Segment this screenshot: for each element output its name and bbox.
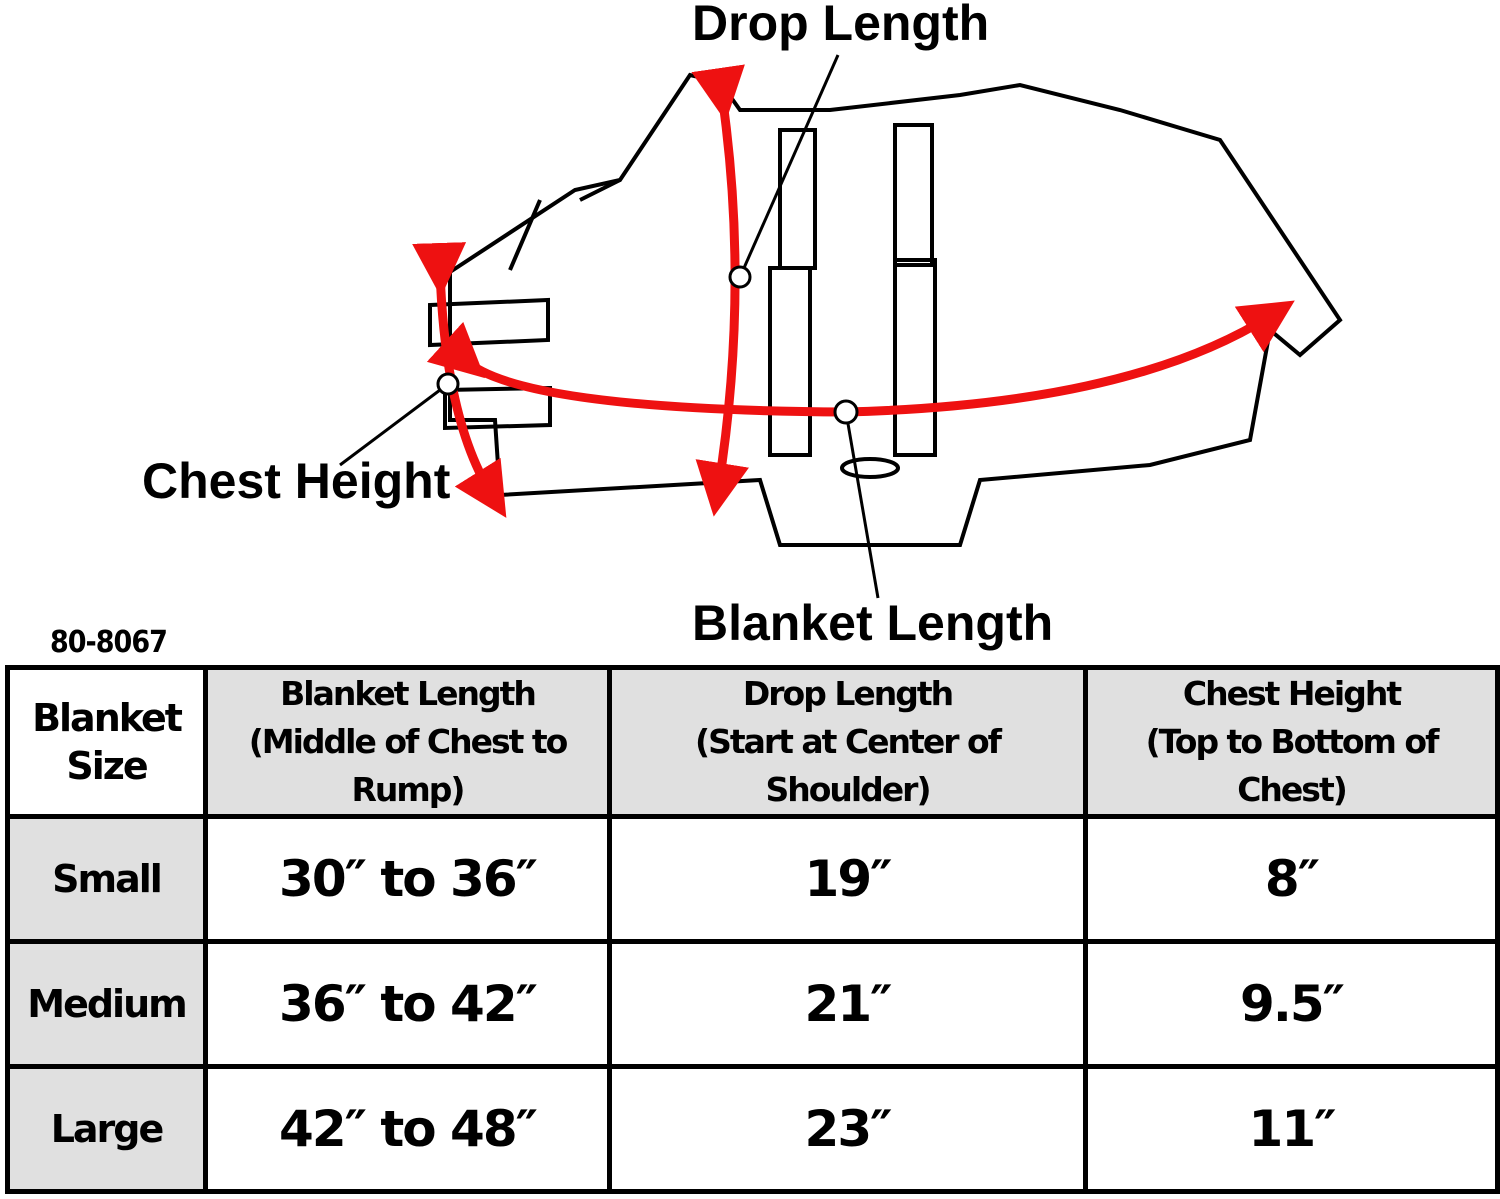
chest-height-cell: 11″: [1083, 1064, 1500, 1194]
blanket-length-cell: 36″ to 42″: [203, 939, 612, 1069]
leader-lines: [339, 54, 880, 599]
measurement-arrows: [412, 64, 1295, 518]
drop-length-cell: 21″: [607, 939, 1088, 1069]
drop-length-cell: 23″: [607, 1064, 1088, 1194]
size-cell: Large: [5, 1064, 208, 1194]
header-line: Drop Length: [742, 674, 954, 713]
chest-height-label: Chest Height: [142, 453, 451, 509]
header-chest-height: Chest Height (Top to Bottom of Chest): [1083, 665, 1500, 819]
blanket-length-cell: 42″ to 48″: [203, 1064, 612, 1194]
table-row: Medium 36″ to 42″ 21″ 9.5″: [5, 939, 1500, 1069]
header-line: (Middle of Chest to Rump): [248, 722, 569, 809]
table-row: Small 30″ to 36″ 19″ 8″: [5, 814, 1500, 944]
chest-height-cell: 9.5″: [1083, 939, 1500, 1069]
drop-length-label: Drop Length: [692, 0, 990, 51]
chest-height-cell: 8″: [1083, 814, 1500, 944]
header-line: Blanket: [32, 696, 183, 740]
blanket-diagram: [339, 54, 1343, 599]
header-line: (Start at Center of Shoulder): [694, 722, 1002, 809]
header-line: (Top to Bottom of Chest): [1145, 722, 1440, 809]
header-line: Size: [66, 744, 148, 788]
table-row: Large 42″ to 48″ 23″ 11″: [5, 1064, 1500, 1194]
header-blanket-length: Blanket Length (Middle of Chest to Rump): [203, 665, 612, 819]
size-cell: Medium: [5, 939, 208, 1069]
header-drop-length: Drop Length (Start at Center of Shoulder): [607, 665, 1088, 819]
blanket-length-arrow: [426, 300, 1295, 417]
blanket-length-cell: 30″ to 36″: [203, 814, 612, 944]
header-line: Chest Height: [1182, 674, 1402, 713]
drop-length-cell: 19″: [607, 814, 1088, 944]
blanket-length-label: Blanket Length: [692, 595, 1054, 651]
product-code: 80-8067: [50, 625, 168, 660]
drop-length-arrow: [691, 64, 749, 517]
size-cell: Small: [5, 814, 208, 944]
blanket-outline: [428, 72, 1343, 547]
header-line: Blanket Length: [280, 674, 537, 713]
